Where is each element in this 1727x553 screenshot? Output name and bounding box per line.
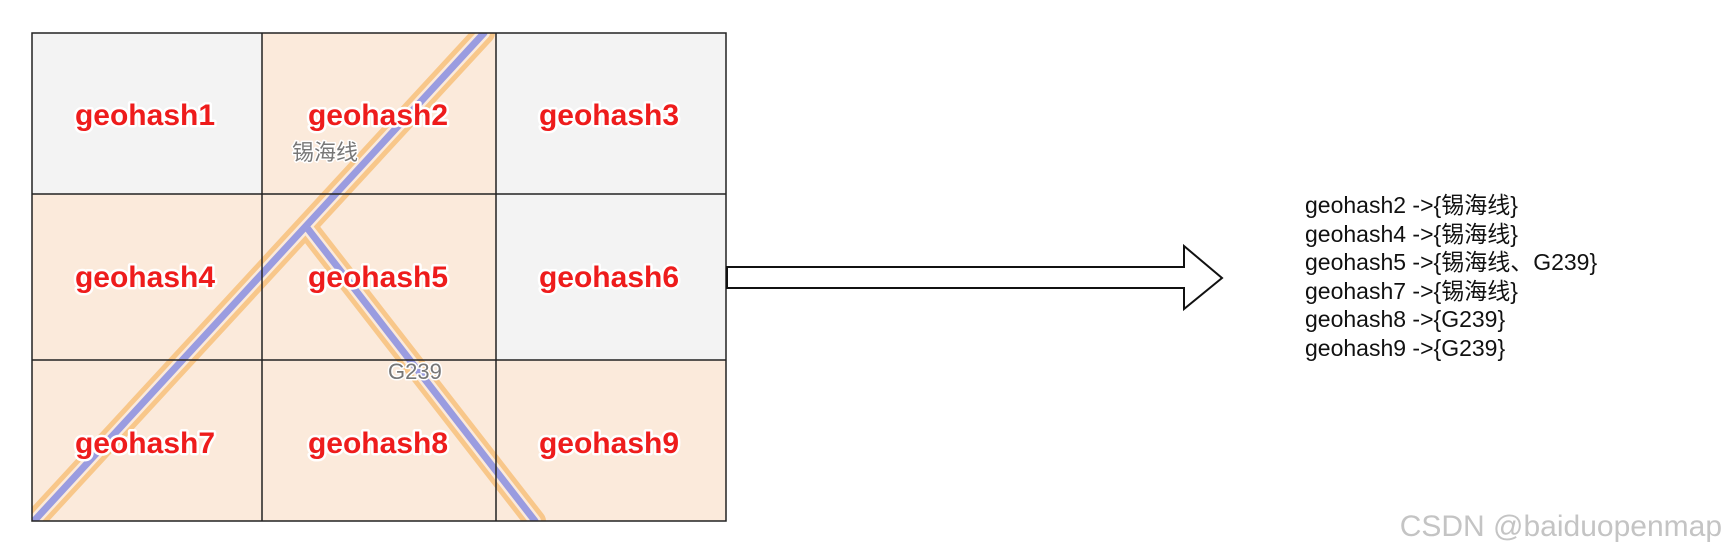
mapping-line: geohash2 ->{锡海线}: [1305, 192, 1518, 218]
cell-geohash9: [496, 360, 726, 521]
cell-label-geohash4: geohash4: [75, 261, 215, 294]
mapping-line: geohash8 ->{G239}: [1305, 306, 1505, 332]
cell-label-geohash3: geohash3: [539, 99, 679, 132]
road-line-xihai: [32, 33, 488, 521]
cell-label-geohash2: geohash2: [308, 99, 448, 132]
cell-label-geohash9: geohash9: [539, 427, 679, 460]
cell-geohash4: [32, 194, 262, 360]
cell-geohash1: [32, 33, 262, 194]
road-label-xihai: 锡海线: [292, 140, 358, 165]
cell-label-geohash6: geohash6: [539, 261, 679, 294]
cell-label-geohash7: geohash7: [75, 427, 215, 460]
cell-geohash8: [262, 360, 496, 521]
cell-geohash6: [496, 194, 726, 360]
mapping-line: geohash4 ->{锡海线}: [1305, 221, 1518, 247]
mapping-line: geohash7 ->{锡海线}: [1305, 278, 1518, 304]
geohash-road-mapping-list: geohash2 ->{锡海线} geohash4 ->{锡海线} geohas…: [1305, 192, 1597, 361]
road-label-g239: G239: [388, 359, 442, 384]
cell-label-geohash5: geohash5: [308, 261, 448, 294]
cell-label-geohash1: geohash1: [75, 99, 215, 132]
mapping-line: geohash9 ->{G239}: [1305, 335, 1505, 361]
roads: [32, 33, 546, 521]
watermark: CSDN @baiduopenmap: [1400, 510, 1722, 543]
mapping-line: geohash5 ->{锡海线、G239}: [1305, 249, 1597, 275]
cell-labels: geohash1 geohash2 geohash3 geohash4 geoh…: [72, 97, 681, 463]
right-arrow-icon: [726, 243, 1224, 312]
cell-geohash3: [496, 33, 726, 194]
road-line-g239: [304, 225, 539, 521]
cell-label-geohash8: geohash8: [308, 427, 448, 460]
